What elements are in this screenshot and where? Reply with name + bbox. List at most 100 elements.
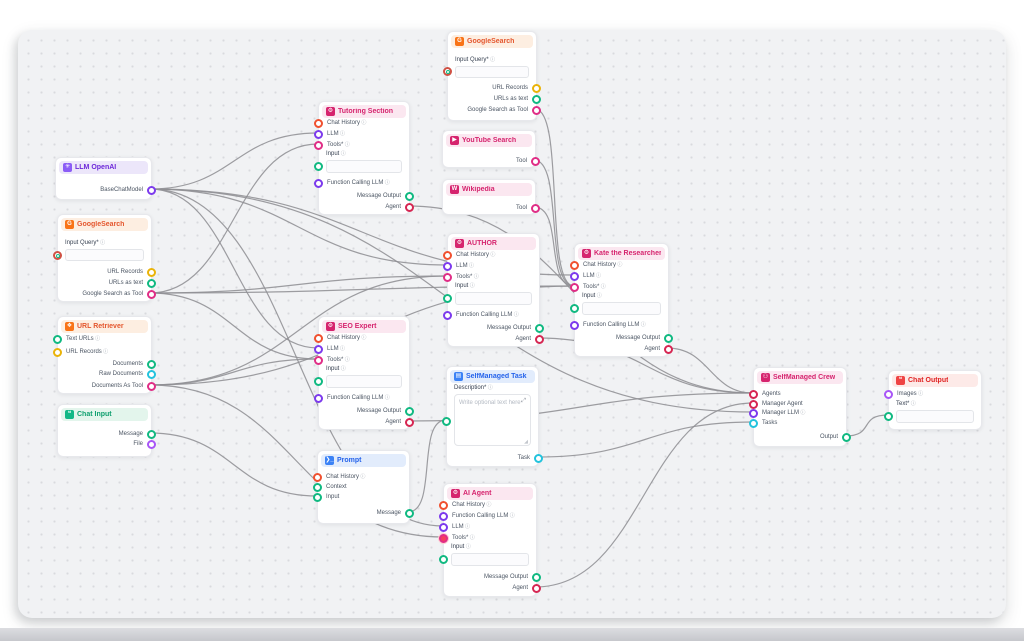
urls-as-text-output-handle[interactable] (532, 95, 541, 104)
raw-documents-output-handle[interactable] (147, 370, 156, 379)
google-search-as-tool-output-handle[interactable] (532, 106, 541, 115)
basechatmodel-output-handle[interactable] (147, 186, 156, 195)
agents-input-handle[interactable] (749, 390, 758, 399)
file-output-handle[interactable] (147, 440, 156, 449)
chat-history-input-handle[interactable] (313, 473, 322, 482)
agent-output-handle[interactable] (664, 345, 673, 354)
manager-llm-input-handle[interactable] (749, 409, 758, 418)
text-input[interactable] (582, 302, 661, 315)
prompt-header[interactable]: ❯_Prompt (321, 454, 406, 467)
message-output-output-handle[interactable] (405, 407, 414, 416)
url-records-input-handle[interactable] (53, 348, 62, 357)
function-calling-llm-input-handle[interactable] (570, 321, 579, 330)
chat-history-input-handle[interactable] (443, 251, 452, 260)
field-input-handle[interactable] (439, 555, 448, 564)
field-input-handle[interactable] (53, 251, 62, 260)
youtube-search-header[interactable]: ▶YouTube Search (446, 134, 532, 147)
task-output-handle[interactable] (534, 454, 543, 463)
tutoring-section-header[interactable]: ⚙Tutoring Section (322, 105, 406, 118)
llm-input-handle[interactable] (314, 345, 323, 354)
kate-the-researcher-header[interactable]: ⚙Kate the Researcher (578, 247, 665, 260)
message-output-output-handle[interactable] (664, 334, 673, 343)
field-input-handle[interactable] (314, 377, 323, 386)
url-records-output-handle[interactable] (532, 84, 541, 93)
chat-history-input-handle[interactable] (314, 119, 323, 128)
agent-output-handle[interactable] (405, 203, 414, 212)
function-calling-llm-input-handle[interactable] (314, 394, 323, 403)
tool-output-handle[interactable] (531, 157, 540, 166)
tools-input-handle[interactable] (570, 283, 579, 292)
documents-as-tool-output-handle[interactable] (147, 382, 156, 391)
function-calling-llm-input-handle[interactable] (314, 179, 323, 188)
tools-input-handle[interactable] (314, 141, 323, 150)
output-output-handle[interactable] (842, 433, 851, 442)
llm-input-handle[interactable] (314, 130, 323, 139)
tasks-input-handle[interactable] (749, 419, 758, 428)
text-input[interactable] (455, 66, 529, 78)
message-output-handle[interactable] (147, 430, 156, 439)
agent-output-handle[interactable] (535, 335, 544, 344)
field-input-handle[interactable] (884, 412, 893, 421)
tools-input-handle[interactable] (314, 356, 323, 365)
manager-agent-input-handle[interactable] (749, 400, 758, 409)
message-output-handle[interactable] (405, 509, 414, 518)
text-input[interactable] (451, 553, 529, 566)
field-input-handle[interactable] (443, 294, 452, 303)
images-input-handle[interactable] (884, 390, 893, 399)
input-input-handle[interactable] (313, 493, 322, 502)
ai-agent-header[interactable]: ⚙AI Agent (447, 487, 533, 500)
llm-input-handle[interactable] (439, 523, 448, 532)
message-output-output-handle[interactable] (532, 573, 541, 582)
text-urls-input-handle[interactable] (53, 335, 62, 344)
field-input-handle[interactable] (443, 67, 452, 76)
url-records-output-handle[interactable] (147, 268, 156, 277)
text-input[interactable] (896, 410, 974, 423)
chat-output-header[interactable]: ❝Chat Output (892, 374, 978, 387)
message-output-output-handle[interactable] (535, 324, 544, 333)
selfmanaged-crew-header[interactable]: ⚇SelfManaged Crew (757, 371, 843, 384)
chat-history-input-handle[interactable] (570, 261, 579, 270)
author-header[interactable]: ⚙AUTHOR (451, 237, 536, 250)
url-retriever-header[interactable]: ❖URL Retriever (61, 320, 148, 333)
context-input-handle[interactable] (313, 483, 322, 492)
resize-handle-icon[interactable]: ◢ (524, 439, 528, 445)
text-input[interactable] (455, 292, 532, 305)
description-textarea[interactable]: Write optional text here⤢◢ (454, 394, 531, 446)
expand-icon[interactable]: ⤢ (521, 398, 526, 404)
selfmanaged-task-header[interactable]: ▤SelfManaged Task (450, 370, 535, 383)
message-output-output-handle[interactable] (405, 192, 414, 201)
documents-output-handle[interactable] (147, 360, 156, 369)
tools-input-handle[interactable] (443, 273, 452, 282)
text-input[interactable] (65, 249, 144, 261)
seo-expert-header[interactable]: ⚙SEO Expert (322, 320, 406, 333)
agent-output-handle[interactable] (532, 584, 541, 593)
field-input-handle[interactable] (570, 304, 579, 313)
function-calling-llm-input-handle[interactable] (439, 512, 448, 521)
agent-output-handle[interactable] (405, 418, 414, 427)
urls-as-text-output-handle[interactable] (147, 279, 156, 288)
chat-history-input-handle[interactable] (439, 501, 448, 510)
text-input[interactable] (326, 375, 402, 388)
field-input-handle[interactable] (442, 417, 451, 426)
field-input-handle[interactable] (314, 162, 323, 171)
llm-input-handle[interactable] (443, 262, 452, 271)
chat-input-header[interactable]: ❝Chat Input (61, 408, 148, 421)
tools-input-handle[interactable] (439, 534, 448, 543)
